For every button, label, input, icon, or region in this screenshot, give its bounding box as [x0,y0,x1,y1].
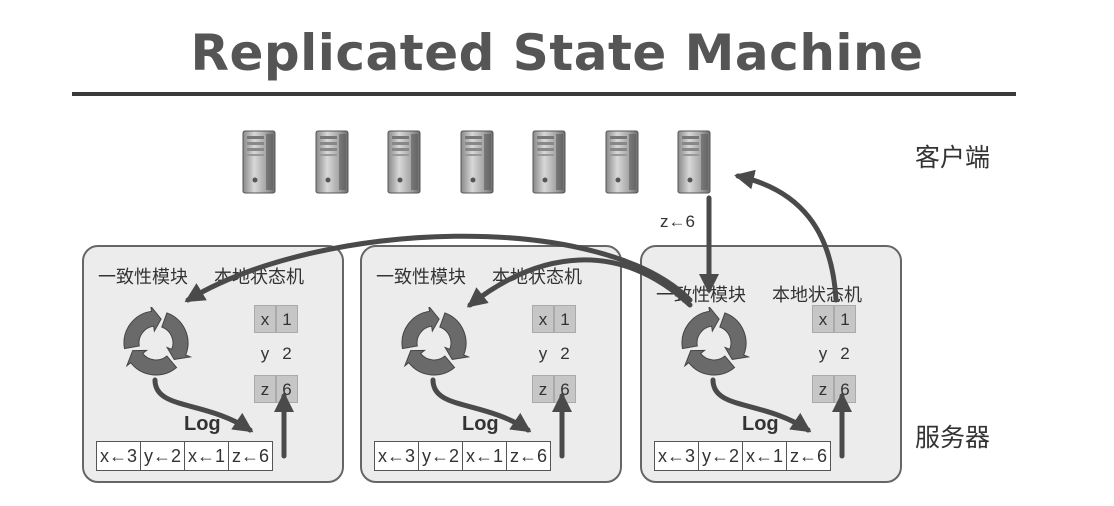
log: x←3 y←2 x←1 z←6 [374,441,552,471]
consensus-module-label: 一致性模块 [98,267,188,288]
servers-label: 服务器 [915,423,991,452]
client-computer-icon [387,130,421,194]
state-var: y [538,344,548,363]
state-var: y [260,344,270,363]
clients-label: 客户端 [915,143,991,172]
state-machine-label: 本地状态机 [214,267,304,288]
state-var: z [254,375,276,403]
state-value: 2 [840,344,850,363]
state-var: z [532,375,554,403]
log-entry: z←6 [790,446,828,466]
state-value: 2 [560,344,570,363]
log-entry: x←3 [375,442,420,470]
client-computer-icon [242,130,276,194]
log-entry: z←6 [232,446,270,466]
log-entry: x←1 [185,442,230,470]
state-value: 1 [276,305,298,333]
log-entry: x←1 [463,442,508,470]
state-value: 1 [834,305,856,333]
consensus-cycle-icon [681,307,750,376]
title-underline [72,92,1016,96]
client-computer-icon [532,130,566,194]
log-label: Log [462,413,499,435]
client-computer-icon [315,130,349,194]
log-entry: x←3 [655,442,700,470]
log-entry: x←1 [743,442,788,470]
state-var: x [254,305,276,333]
state-var: x [812,305,834,333]
log-label: Log [742,413,779,435]
consensus-module-label: 一致性模块 [656,285,746,306]
consensus-cycle-icon [123,307,192,376]
consensus-cycle-icon [401,307,470,376]
log-entry: z←6 [510,446,548,466]
state-value: 6 [554,375,576,403]
consensus-module-label: 一致性模块 [376,267,466,288]
client-computer-icon [460,130,494,194]
state-machine-label: 本地状态机 [772,285,862,306]
diagram-title: Replicated State Machine [190,24,924,82]
client-request-label: z←6 [660,212,695,231]
client-computer-icon [605,130,639,194]
log-entry: y←2 [699,442,744,470]
state-var: z [812,375,834,403]
state-value: 1 [554,305,576,333]
log-entry: y←2 [419,442,464,470]
state-var: x [532,305,554,333]
log-entry: y←2 [141,442,186,470]
log-entry: x←3 [97,442,142,470]
state-value: 6 [276,375,298,403]
state-machine-label: 本地状态机 [492,267,582,288]
log: x←3 y←2 x←1 z←6 [654,441,832,471]
log-label: Log [184,413,221,435]
client-computer-icon [677,130,711,194]
log: x←3 y←2 x←1 z←6 [96,441,274,471]
state-value: 2 [282,344,292,363]
state-value: 6 [834,375,856,403]
state-var: y [818,344,828,363]
